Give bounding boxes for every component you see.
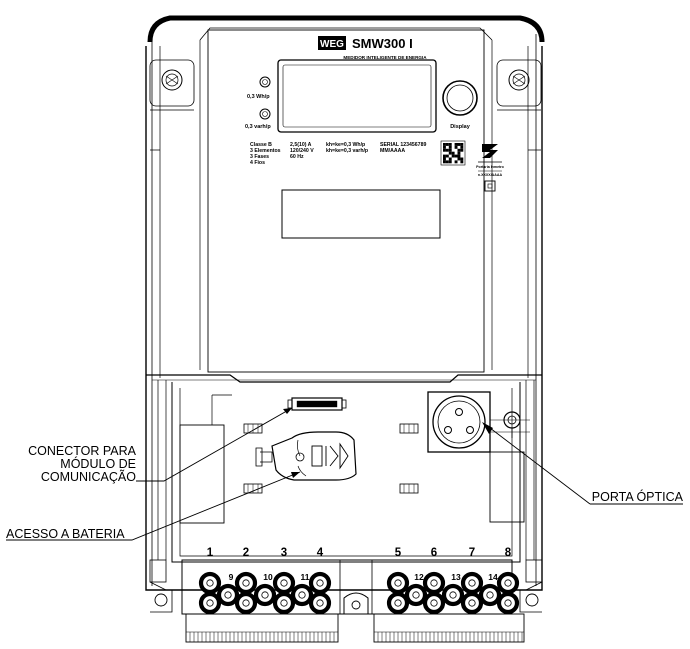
led-active-label: 0,3 Wh/p	[247, 94, 270, 100]
terminal-number: 11	[301, 572, 310, 582]
optical-arrow-icon	[482, 422, 493, 434]
terminal-screw	[441, 583, 465, 607]
spec-block: Classe B 3 Elementos 3 Fases 4 Fios 2,5(…	[250, 142, 426, 166]
terminal-screw	[404, 583, 428, 607]
terminal-number: 7	[469, 547, 475, 559]
spec-voltage: 120/240 V	[290, 148, 314, 154]
meter-subtitle: MEDIDOR INTELIGENTE DE ENERGIA	[343, 55, 427, 60]
inmetro-mark-icon: Portaria Inmetro n.XXXX/AAAA	[476, 144, 505, 192]
terminal-screw	[308, 571, 332, 595]
terminal-number: 5	[395, 547, 402, 559]
model-name: SMW300 I	[352, 36, 413, 51]
terminal-number: 12	[414, 572, 424, 582]
terminal-screw	[234, 571, 258, 595]
terminal-screw	[422, 571, 446, 595]
terminal-block	[181, 559, 525, 643]
brand-logo-text: WEG	[320, 39, 344, 50]
terminal-number: 8	[505, 547, 512, 559]
callout-connector-line3: COMUNICAÇÃO	[41, 470, 136, 484]
terminal-screws	[198, 571, 520, 615]
connector-arrow-icon	[283, 408, 292, 414]
terminal-screw	[198, 571, 222, 595]
terminal-screw	[198, 591, 222, 615]
terminal-screw	[272, 591, 296, 615]
terminal-number: 13	[451, 572, 461, 582]
terminal-screw	[253, 583, 277, 607]
weg-logo: WEG	[318, 36, 346, 50]
spec-phases: 3 Fases	[250, 154, 269, 160]
callout-connector-line1: CONECTOR PARA	[28, 444, 137, 458]
terminal-screw	[422, 591, 446, 615]
terminal-screw	[496, 571, 520, 595]
terminal-screw	[308, 591, 332, 615]
callout-connector-line2: MÓDULO DE	[60, 456, 136, 471]
display-button-label: Display	[450, 124, 471, 130]
terminal-number: 14	[488, 572, 498, 582]
terminal-number: 6	[431, 547, 437, 559]
terminal-number: 9	[229, 572, 234, 582]
spec-kh-reactive: kh=ke=0,3 varh/p	[326, 148, 368, 154]
terminal-screw	[216, 583, 240, 607]
callout-leaders	[6, 407, 683, 541]
terminal-number: 1	[207, 547, 214, 559]
terminal-number: 2	[243, 547, 249, 559]
terminal-screw	[234, 591, 258, 615]
terminal-screw	[478, 583, 502, 607]
inmetro-line1: Portaria Inmetro	[476, 165, 505, 169]
terminal-screw	[460, 571, 484, 595]
terminal-screw	[460, 591, 484, 615]
callout-battery: ACESSO A BATERIA	[6, 527, 125, 541]
spec-frequency: 60 Hz	[290, 154, 304, 160]
terminal-screw	[386, 591, 410, 615]
meter-housing	[145, 15, 545, 613]
spec-class: Classe B	[250, 142, 272, 148]
callout-connector: CONECTOR PARA MÓDULO DE COMUNICAÇÃO	[28, 444, 137, 484]
terminal-screw	[386, 571, 410, 595]
callout-optical-port: PORTA ÓPTICA	[592, 489, 684, 504]
spec-elements: 3 Elementos	[250, 148, 281, 154]
spec-date: MM/AAAA	[380, 148, 405, 154]
qr-code-icon	[440, 140, 466, 166]
battery-arrow-icon	[291, 472, 300, 478]
terminal-number: 3	[281, 547, 287, 559]
inmetro-line2: n.XXXX/AAAA	[478, 173, 503, 177]
spec-wires: 4 Fios	[250, 160, 265, 166]
terminal-screw	[272, 571, 296, 595]
terminal-number: 10	[263, 572, 273, 582]
spec-kh-active: kh=ke=0,3 Wh/p	[326, 142, 365, 148]
terminal-number: 4	[317, 547, 324, 559]
led-reactive-label: 0,3 varh/p	[245, 124, 271, 130]
spec-current: 2,5(10) A	[290, 142, 312, 148]
terminal-screw	[496, 591, 520, 615]
terminal-screw	[290, 583, 314, 607]
internal-components	[243, 391, 530, 494]
spec-serial: SERIAL 123456789	[380, 142, 426, 148]
